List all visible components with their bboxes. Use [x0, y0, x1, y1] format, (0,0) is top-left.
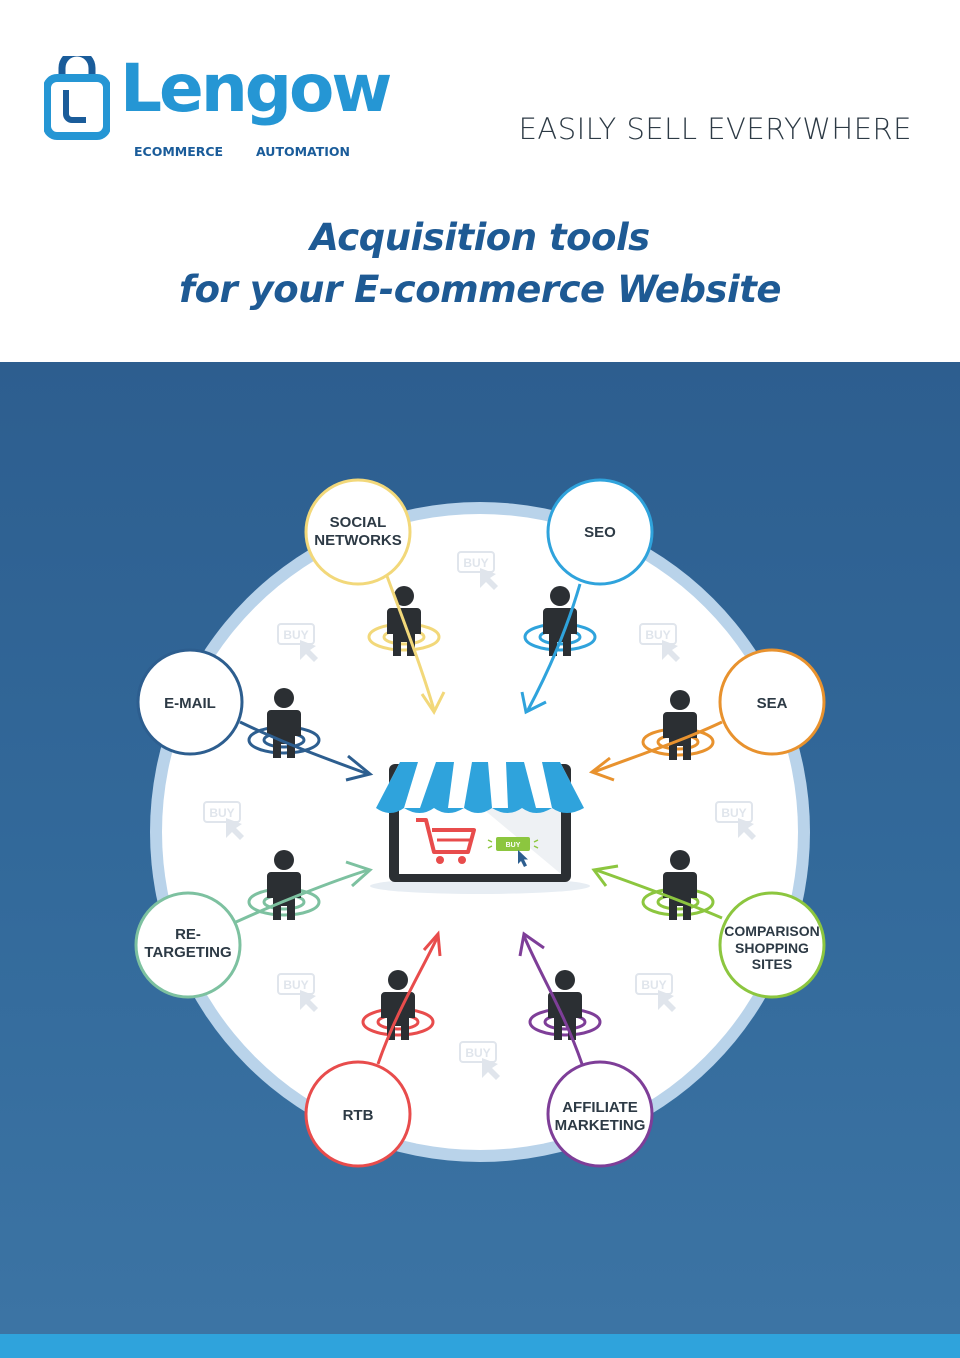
footer-bar [0, 1334, 960, 1358]
channel-sea: SEA [588, 648, 826, 782]
buy-watermarks: BUY BUY BUY BUY BUY BUY BUY BUY [203, 551, 757, 1081]
logo-subtitle-left: ECOMMERCE [134, 144, 224, 159]
shopping-bag-logo-icon [44, 56, 110, 140]
channel-rtb: RTB [304, 930, 442, 1168]
shop-storefront-icon: BUY [370, 762, 590, 894]
lengow-logo[interactable]: Lengow ECOMMERCE AUTOMATION [44, 50, 392, 166]
channel-label-retargeting-1: RE- [175, 926, 201, 943]
channel-seo: SEO [520, 478, 654, 715]
channel-email: E-MAIL [136, 648, 374, 782]
buy-watermark-label: BUY [283, 978, 308, 992]
page-title-line1: Acquisition tools [310, 216, 650, 259]
buy-watermark-label: BUY [465, 1046, 490, 1060]
tagline: EASILY SELL EVERYWHERE [518, 112, 912, 146]
page-title-line2: for your E-commerce Website [178, 268, 782, 311]
logo-subtitle-right: AUTOMATION [256, 144, 351, 159]
channel-label-seo: SEO [584, 524, 616, 541]
channel-label-email: E-MAIL [164, 695, 216, 712]
buy-watermark-label: BUY [209, 806, 234, 820]
buy-watermark-label: BUY [283, 628, 308, 642]
channel-label-affiliate-2: MARKETING [555, 1117, 646, 1134]
page-header: Lengow ECOMMERCE AUTOMATION EASILY SELL … [0, 0, 960, 362]
buy-watermark-label: BUY [721, 806, 746, 820]
channel-comparison-shopping-sites: COMPARISON SHOPPING SITES [591, 850, 826, 999]
shopping-cart-icon [416, 818, 476, 864]
cursor-icon [518, 850, 528, 867]
acquisition-diagram: BUY BUY BUY BUY BUY BUY BUY BUY [134, 478, 826, 1168]
channel-label-rtb: RTB [343, 1107, 374, 1124]
center-buy-label: BUY [506, 842, 521, 849]
acquisition-diagram-section: BUY BUY BUY BUY BUY BUY BUY BUY [0, 362, 960, 1334]
buy-watermark-label: BUY [645, 628, 670, 642]
channel-label-affiliate-1: AFFILIATE [562, 1099, 638, 1116]
logo-wordmark: Lengow [120, 50, 392, 127]
channel-retargeting: RE- TARGETING [134, 850, 373, 999]
channel-label-social-1: SOCIAL [330, 514, 387, 531]
buy-watermark-label: BUY [463, 556, 488, 570]
buy-watermark-label: BUY [641, 978, 666, 992]
channel-label-comparison-2: SHOPPING [735, 940, 809, 956]
channel-label-retargeting-2: TARGETING [144, 944, 231, 961]
channel-label-comparison-1: COMPARISON [724, 923, 819, 939]
channel-label-social-2: NETWORKS [314, 532, 402, 549]
channel-label-comparison-3: SITES [752, 956, 792, 972]
center-buy-button [496, 837, 530, 851]
channel-social-networks: SOCIAL NETWORKS [304, 478, 446, 715]
channel-affiliate-marketing: AFFILIATE MARKETING [518, 931, 654, 1168]
channel-label-sea: SEA [757, 695, 788, 712]
